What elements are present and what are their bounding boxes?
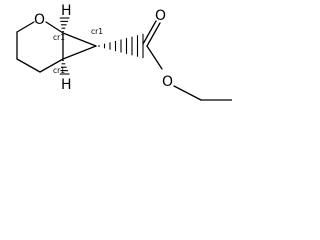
bond-c6-o1	[45, 21, 64, 34]
stereo-label-bottom: cr1	[53, 66, 65, 75]
bond-ester-o-ch2	[173, 85, 202, 101]
bottom-hydrogen-label: H	[61, 77, 72, 93]
hashed-bond-bottom-h	[59, 59, 70, 75]
bond-o1-c2	[16, 21, 35, 33]
double-bond-carbonyl-a	[146, 22, 161, 47]
hashed-bond-ester	[98, 33, 144, 59]
ester-oxygen-label: O	[162, 74, 173, 90]
double-bond-carbonyl-b	[142, 20, 157, 45]
stereo-label-top: cr1	[53, 33, 65, 42]
hashed-bond-top-h	[59, 17, 70, 33]
bond-c5-c7	[62, 45, 97, 60]
top-hydrogen-label: H	[61, 3, 72, 19]
ring-oxygen-label: O	[34, 12, 45, 28]
stereo-label-bridge: cr1	[91, 27, 103, 36]
bond-c3-c4	[16, 58, 41, 73]
bond-carbonyl-ester-o	[146, 45, 163, 70]
bond-c6-c7	[62, 32, 97, 47]
carbonyl-oxygen-label: O	[155, 8, 166, 24]
bond-c4-c5	[39, 58, 64, 73]
chemical-structure: O O O H H cr1 cr1 cr1	[16, 3, 232, 101]
